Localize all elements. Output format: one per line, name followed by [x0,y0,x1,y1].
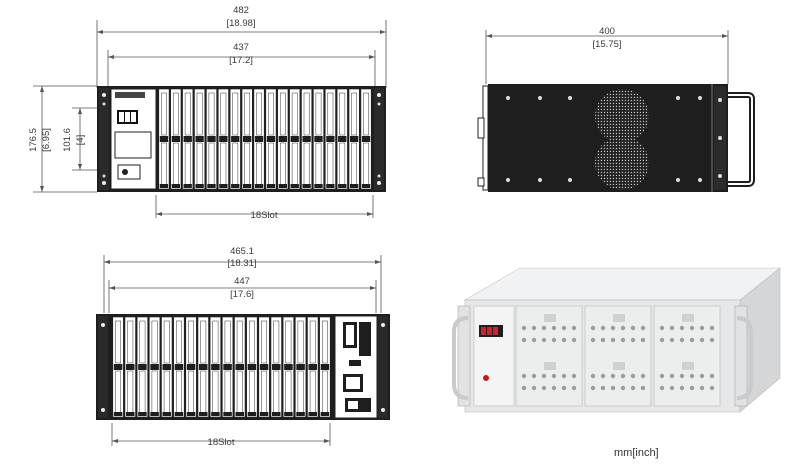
rear-slot-card [136,316,148,418]
rear-slot-dimension: 18Slot [111,423,331,448]
rear-slot-card [319,316,331,418]
front-mount-height-dimension: 101.6 [4] [62,107,100,171]
front-slot-area [158,88,372,190]
front-slot-card [336,88,348,190]
front-height-dimension: 176.5 [6.95] [28,85,97,193]
rear-slot-card [149,316,161,418]
render-module [584,305,652,407]
front-inner-width-mm: 437 [233,42,249,53]
front-overall-width-in: [18.98] [226,18,255,29]
front-slot-card [301,88,313,190]
rear-slot-card [234,316,246,418]
front-mount-height-mm: 101.6 [62,128,73,152]
rear-slot-card [124,316,136,418]
front-mount-height-in: [4] [75,135,86,146]
rear-overall-width-in: [18.31] [227,258,256,269]
rear-slot-label: 18Slot [208,437,235,448]
front-slot-label: 18Slot [251,210,278,221]
rear-view: 465.1 [18.31] 447 [17.6] [96,246,390,448]
rear-slot-card [307,316,319,418]
rear-overall-width-mm: 465.1 [230,246,254,257]
rear-slot-area [112,316,331,418]
front-height-mm: 176.5 [28,128,39,152]
units-label: mm[inch] [614,447,659,459]
side-depth-mm: 400 [599,26,615,37]
front-inner-width-in: [17.2] [229,55,253,66]
front-slot-dimension: 18Slot [155,195,374,221]
front-slot-card [241,88,253,190]
front-slot-card [158,88,170,190]
front-slot-card [313,88,324,190]
rear-slot-card [209,316,221,418]
rear-inner-width-mm: 447 [234,276,250,287]
side-depth-in: [15.75] [592,39,621,50]
rear-inner-width-dimension: 447 [17.6] [108,276,377,313]
front-slot-card [194,88,206,190]
front-slot-card [253,88,265,190]
front-slot-card [182,88,194,190]
rear-slot-card [197,316,209,418]
front-height-in: [6.95] [41,128,52,152]
rear-slot-card [173,316,185,418]
front-view: 482 [18.98] 437 [17.2] 176.5 [6.95] [28,5,387,221]
front-slot-card [324,88,336,190]
side-depth-dimension: 400 [15.75] [485,26,729,84]
side-view: 400 [15.75] [477,26,755,192]
rear-overall-width-dimension: 465.1 [18.31] [103,246,382,313]
render-module-area [515,305,721,407]
rear-slot-card [161,316,173,418]
rear-slot-card [294,316,307,418]
front-slot-card [217,88,229,190]
front-slot-card [289,88,301,190]
render-module [515,305,583,407]
product-render [452,267,781,413]
front-slot-card [170,88,182,190]
front-inner-width-dimension: 437 [17.2] [107,42,376,88]
front-slot-card [360,88,372,190]
render-module [653,305,721,407]
rear-slot-card [185,316,197,418]
rear-slot-card [282,316,294,418]
rear-slot-card [112,316,124,418]
front-slot-card [277,88,289,190]
side-chassis [477,84,755,192]
rear-slot-card [222,316,234,418]
rear-slot-card [270,316,282,418]
front-slot-card [348,88,360,190]
front-overall-width-dimension: 482 [18.98] [96,5,387,88]
rear-slot-card [246,316,258,418]
front-overall-width-mm: 482 [233,5,249,16]
rear-inner-width-in: [17.6] [230,289,254,300]
front-slot-card [265,88,277,190]
front-slot-card [206,88,217,190]
rear-slot-card [258,316,270,418]
front-slot-card [229,88,241,190]
